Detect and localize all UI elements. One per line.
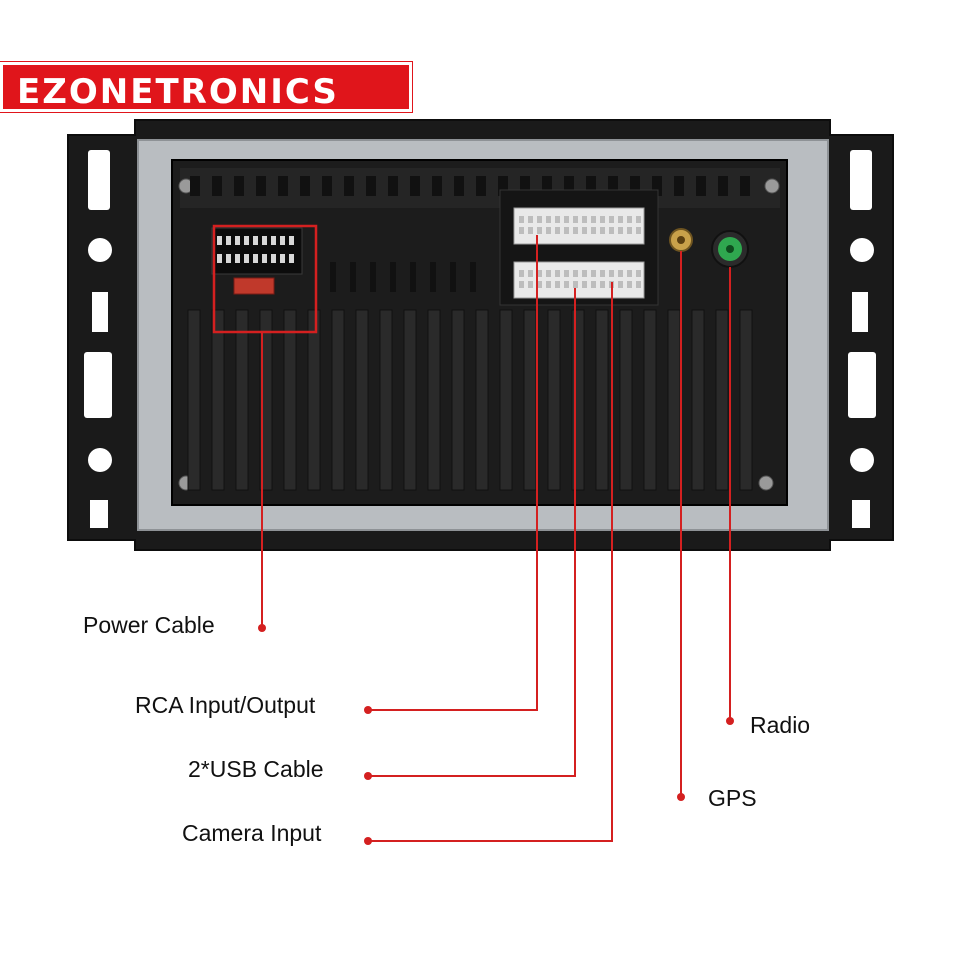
brand-name: EZONETRONICS bbox=[17, 72, 339, 112]
brand-banner: EZONETRONICS bbox=[0, 61, 413, 113]
label-power-cable: Power Cable bbox=[83, 612, 215, 638]
radio-port bbox=[711, 230, 749, 268]
label-gps: GPS bbox=[708, 785, 757, 811]
label-usb: 2*USB Cable bbox=[188, 756, 324, 782]
label-camera: Camera Input bbox=[182, 820, 322, 846]
label-radio: Radio bbox=[750, 712, 811, 738]
vent-slots bbox=[190, 176, 750, 292]
power-connector bbox=[211, 224, 318, 334]
callout-lines bbox=[258, 235, 734, 845]
connector-block bbox=[499, 189, 659, 306]
label-rca: RCA Input/Output bbox=[135, 692, 316, 718]
gps-port bbox=[669, 228, 693, 252]
